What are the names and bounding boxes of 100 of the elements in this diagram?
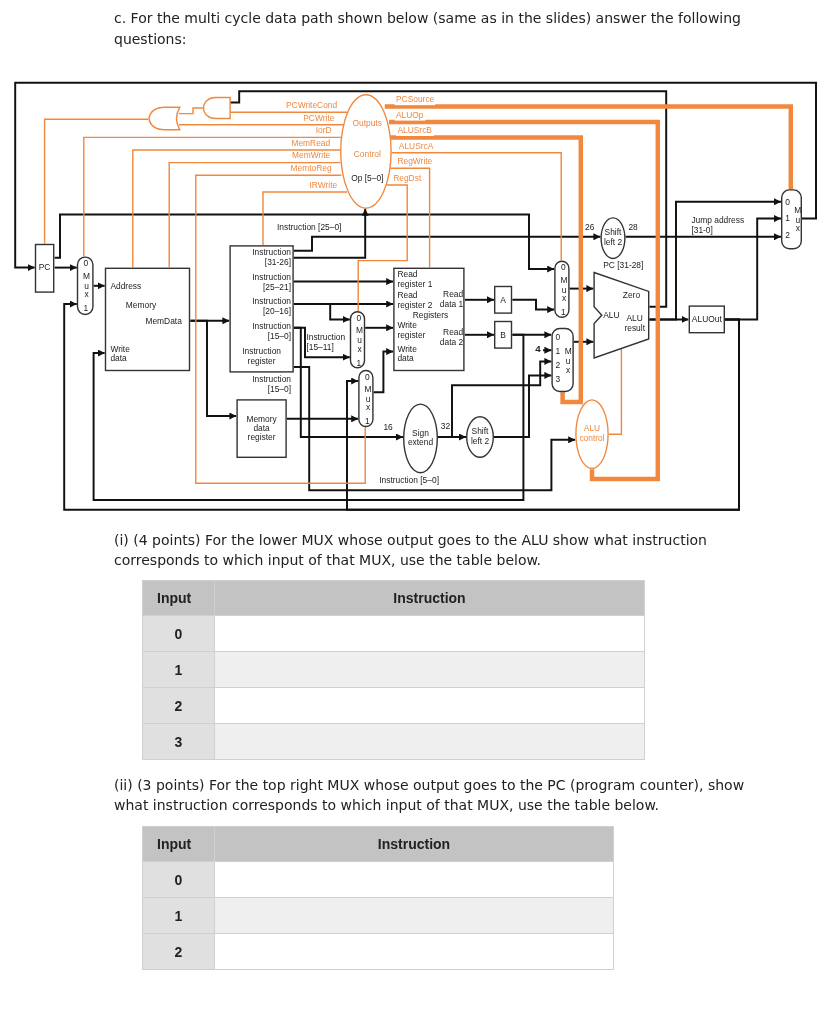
arrow (285, 415, 360, 423)
component-label: Instruction [31-26] (251, 248, 291, 267)
arrow (292, 233, 602, 252)
mux-label: 1 (555, 347, 562, 357)
signal-label: PC [31-28] (603, 260, 645, 270)
table-cell: 0 (142, 861, 215, 898)
mux-label: M u x (793, 206, 802, 234)
component-label: Control (352, 150, 382, 160)
component-label: A (499, 295, 507, 305)
question-heading: c. For the multi cycle data path shown below (same as in the slides) answer the following questions: (114, 9, 742, 49)
table-cell: 2 (142, 687, 215, 724)
arrow (542, 346, 553, 354)
header-cell: Instruction (214, 826, 614, 862)
constant-label: 4 (533, 343, 543, 356)
arrow (648, 198, 782, 321)
arrow (372, 348, 395, 394)
edge-label: IRWrite (308, 180, 339, 191)
edge-label: RegWrite (396, 157, 434, 167)
header-cell: Input (142, 580, 215, 616)
component-label: ALU result (623, 313, 646, 333)
component-label: Op [5–0] (351, 173, 384, 184)
edge-label: ALUSrcA (397, 141, 435, 151)
edge-label: MemWrite (290, 151, 332, 161)
component-label: Outputs (351, 119, 383, 129)
register-block (494, 285, 513, 314)
mux-label: 0 (559, 263, 567, 273)
table-cell: 0 (142, 615, 215, 652)
component-label: Memory (125, 301, 158, 311)
register-block (688, 305, 725, 334)
component-label: Write data (110, 344, 131, 364)
edge-label: MemRead (290, 138, 332, 149)
arrow (568, 285, 595, 293)
header-cell: Input (142, 826, 215, 862)
edge-label: ALUOp (394, 110, 425, 121)
component-label: ALU control (578, 424, 606, 444)
component-label: Instruction [15–0] (251, 322, 291, 341)
component-label: Read register 2 (397, 291, 434, 310)
arrow (463, 296, 495, 304)
arrow (364, 324, 395, 332)
arrow (14, 81, 817, 272)
mux-label: 0 (363, 372, 371, 382)
arrow (292, 207, 369, 259)
bus-width-label: 28 (628, 222, 639, 233)
register-block (104, 267, 191, 372)
mux-label: 3 (555, 375, 562, 385)
signal-label: Instruction [15–11] (306, 333, 347, 352)
function-ellipse (600, 217, 626, 260)
mux-label: 0 (555, 333, 562, 343)
alu-symbol (593, 271, 650, 359)
mux-label: 2 (785, 231, 791, 241)
arrow (92, 282, 106, 290)
component-label: Sign extend (406, 429, 435, 448)
component-label: Instruction [25–21] (251, 273, 291, 292)
mux-label: M u x (355, 326, 364, 355)
bus-width-label: 32 (440, 421, 452, 431)
arrow (624, 233, 782, 241)
register-block (494, 320, 513, 349)
signal-line (43, 118, 149, 245)
table-cell: 2 (142, 933, 215, 970)
edge-label: ALUSrcB (396, 126, 434, 136)
register-block (229, 245, 294, 373)
mux-label: 1 (785, 214, 791, 224)
component-label: Read register 1 (397, 270, 434, 289)
component-label: Write data (397, 344, 418, 364)
function-ellipse (466, 416, 494, 458)
arrow (292, 326, 404, 441)
bus-width-label: 16 (383, 423, 394, 433)
mux-label: M u x (559, 276, 569, 304)
signal-line (389, 119, 661, 482)
signal-line (608, 348, 623, 435)
edge-label: PCWriteCond (284, 101, 339, 111)
table-cell: 3 (142, 723, 215, 760)
bus-width-label: 26 (585, 222, 596, 233)
signal-line (178, 107, 204, 115)
mux-label: 0 (785, 197, 791, 207)
arrow (92, 333, 525, 501)
mux-label: 1 (355, 358, 363, 368)
alu-control-ellipse (575, 399, 609, 470)
signal-label: Jump address [31-0] (691, 215, 746, 235)
component-label: Shift left 2 (469, 427, 491, 447)
signal-line (168, 161, 341, 269)
multiplexer-symbol (358, 369, 374, 428)
multiplexer-symbol (781, 189, 802, 250)
edge-label: PCSource (394, 95, 436, 105)
mux-label: 1 (363, 417, 371, 427)
arrow (437, 433, 467, 441)
signal-line (357, 184, 408, 312)
arrow (292, 303, 351, 323)
arrow (292, 366, 577, 492)
arrow (292, 278, 395, 286)
arrow (493, 371, 553, 438)
register-block (393, 267, 465, 372)
signal-line (384, 104, 794, 190)
signal-line (178, 124, 345, 126)
signal-label: Instruction [15–0] (251, 375, 291, 394)
and-gate-symbol (202, 96, 231, 120)
mux-label: 0 (82, 259, 90, 269)
multiplexer-symbol (76, 256, 94, 316)
signal-line (132, 149, 341, 269)
component-label: Instruction register (241, 347, 282, 366)
